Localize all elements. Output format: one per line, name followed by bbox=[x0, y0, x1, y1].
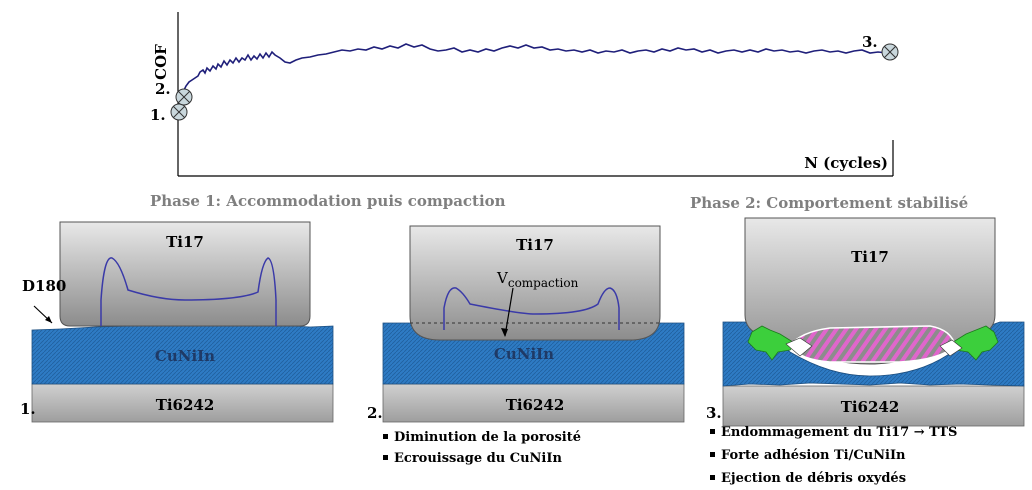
x-axis-label: N (cycles) bbox=[804, 154, 888, 172]
marker-1: 1. bbox=[150, 103, 188, 124]
panel-3-bullet-1: Endommagement du Ti17 → TTS bbox=[721, 425, 957, 440]
panel-1-ti17-label: Ti17 bbox=[166, 233, 204, 251]
panel-1-d180-label: D180 bbox=[22, 277, 66, 295]
panel-2-bullets: Diminution de la porosité Ecrouissage du… bbox=[383, 430, 581, 466]
panel-2: Ti17 Vcompaction CuNiIn Ti6242 2. Diminu… bbox=[367, 225, 685, 466]
panel-3-number: 3. bbox=[706, 404, 722, 422]
panel-3-bullet-2: Forte adhésion Ti/CuNiIn bbox=[721, 448, 906, 463]
panel-1-substrate-label: Ti6242 bbox=[156, 396, 215, 414]
cof-curve bbox=[177, 43, 888, 111]
panel-3-transfer-layer bbox=[789, 325, 956, 363]
panel-1-pressure-profile bbox=[100, 257, 277, 326]
panel-2-coating-label: CuNiIn bbox=[494, 345, 554, 363]
panel-2-number: 2. bbox=[367, 404, 383, 422]
panel-3-ti17-label: Ti17 bbox=[851, 248, 889, 266]
panel-1-number: 1. bbox=[20, 400, 36, 418]
panel-2-v-compaction: Vcompaction bbox=[496, 269, 579, 290]
marker-3-label: 3. bbox=[862, 33, 878, 51]
panel-2-pressure-profile bbox=[443, 287, 620, 330]
phase-1-title: Phase 1: Accommodation puis compaction bbox=[150, 192, 506, 210]
y-axis-label: COF bbox=[152, 44, 170, 80]
panel-1-ti17-block bbox=[59, 221, 311, 327]
panel-3-substrate bbox=[722, 385, 1025, 427]
panel-2-ti17-label: Ti17 bbox=[516, 236, 554, 254]
panel-2-bullet-2: Ecrouissage du CuNiIn bbox=[394, 451, 562, 466]
panel-2-compaction-arrow bbox=[504, 287, 514, 337]
panel-3-bullet-3: Ejection de débris oxydés bbox=[721, 471, 906, 486]
panel-3-debris-white bbox=[785, 337, 963, 357]
panel-3-oxide-debris-left bbox=[747, 325, 797, 361]
panel-2-substrate-label: Ti6242 bbox=[506, 396, 565, 414]
cof-chart: COF N (cycles) 1. 2. 3. bbox=[150, 12, 899, 177]
panel-3: Ti17 Ti6242 3. Endommagement du Ti17 → T… bbox=[706, 217, 1025, 486]
marker-1-label: 1. bbox=[150, 106, 166, 124]
marker-3: 3. bbox=[862, 33, 899, 61]
marker-2-label: 2. bbox=[155, 80, 171, 98]
panel-2-ti17-block bbox=[409, 225, 661, 341]
marker-2: 2. bbox=[155, 80, 193, 106]
panel-2-v-sub: compaction bbox=[508, 276, 579, 290]
panel-3-oxide-debris-right bbox=[949, 325, 999, 361]
panel-2-bullet-1: Diminution de la porosité bbox=[394, 430, 581, 445]
panel-1: Ti17 CuNiIn Ti6242 1. D180 bbox=[20, 221, 334, 423]
panel-3-bullets: Endommagement du Ti17 → TTS Forte adhési… bbox=[710, 425, 957, 486]
panel-2-v-label: V bbox=[496, 269, 509, 287]
panel-1-coating-label: CuNiIn bbox=[155, 347, 215, 365]
panel-3-substrate-label: Ti6242 bbox=[841, 398, 900, 416]
phase-2-title: Phase 2: Comportement stabilisé bbox=[690, 194, 968, 212]
